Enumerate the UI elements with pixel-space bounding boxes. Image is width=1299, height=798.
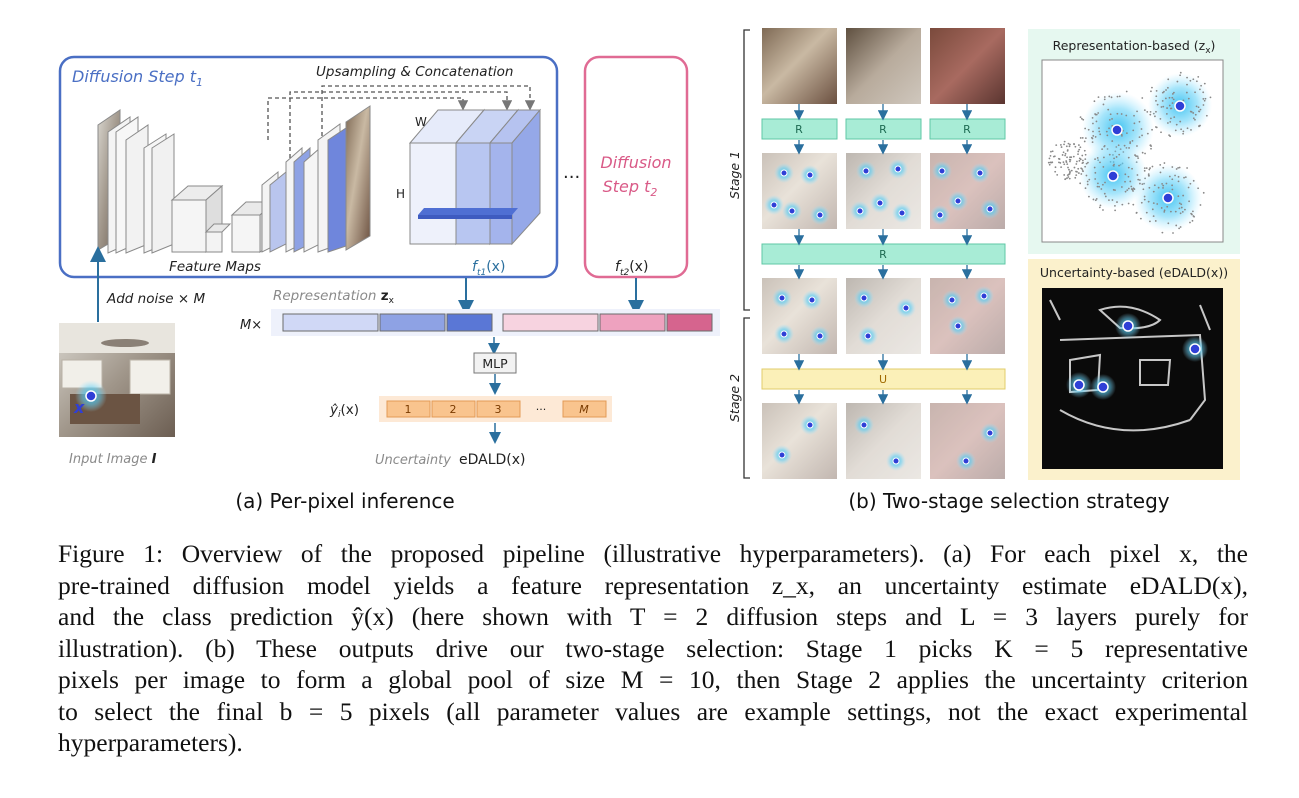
diffusion-step-1-box xyxy=(58,55,559,279)
feature-maps-label: Feature Maps xyxy=(169,259,261,275)
mlp-box xyxy=(473,352,517,374)
r-label-global: R xyxy=(879,248,887,261)
diffusion-step-2-title-line2: Step t2 xyxy=(603,177,658,199)
class-cell-3: 3 xyxy=(495,403,502,416)
class-cell-1: 1 xyxy=(405,403,412,416)
input-image-label: Input Image I xyxy=(69,452,157,467)
subcaption-a: (a) Per-pixel inference xyxy=(235,489,454,513)
r-label-3: R xyxy=(963,123,971,136)
grid-image xyxy=(846,403,921,479)
add-noise-label: Add noise × M xyxy=(106,291,205,307)
uncertainty-label: Uncertainty xyxy=(375,453,451,468)
input-image xyxy=(59,323,175,437)
caption-line: hyperparameters). xyxy=(58,728,243,757)
panel-b: Stage 1 Stage 2 R R R R U Representation… xyxy=(727,28,1240,480)
caption-line: Figure 1: Overview of the proposed pipel… xyxy=(58,539,1248,568)
grid-image xyxy=(930,403,1005,479)
edald-label: eDALD(x) xyxy=(459,452,526,468)
subcaption-b: (b) Two-stage selection strategy xyxy=(848,489,1169,513)
step-ellipsis: ... xyxy=(563,162,580,183)
class-cell-ellipsis: ··· xyxy=(536,403,547,416)
representation-label: Representation zx xyxy=(273,288,395,306)
grid-image xyxy=(762,278,837,354)
y-hat-label: ŷi(x) xyxy=(329,402,359,420)
grid-image xyxy=(930,28,1005,104)
stage-1-label: Stage 1 xyxy=(727,151,742,199)
panel-a: Diffusion Step t1 Upsampling & Concatena… xyxy=(58,55,720,468)
grid-image xyxy=(846,153,921,229)
grid-image xyxy=(930,278,1005,354)
grid-image xyxy=(846,28,921,104)
figure-caption: Figure 1: Overview of the proposed pipel… xyxy=(58,538,1248,759)
caption-line: and the class prediction ŷ(x) (here show… xyxy=(58,602,1248,631)
caption-line: pre-trained diffusion model yields a fea… xyxy=(58,570,1248,600)
u-label: U xyxy=(879,373,887,386)
r-label-1: R xyxy=(795,123,803,136)
grid-image xyxy=(846,278,921,354)
m-times-label: M× xyxy=(240,318,262,333)
r-label-2: R xyxy=(879,123,887,136)
mlp-label: MLP xyxy=(482,356,508,371)
uncertainty-selected-points xyxy=(1066,313,1208,400)
rep-based-title: Representation-based (zx) xyxy=(1053,38,1216,56)
f-t1-label: ft1(x) xyxy=(472,259,505,278)
caption-line: to select the final b = 5 pixels (all pa… xyxy=(58,696,1248,726)
grid-image xyxy=(762,403,837,479)
stage-2-label: Stage 2 xyxy=(727,374,742,422)
grid-arrows xyxy=(793,104,973,405)
representation-cells xyxy=(282,313,713,332)
class-cells: 1 2 3 ··· M xyxy=(386,400,607,418)
feature-map-decoder xyxy=(261,105,371,253)
caption-line: pixels per image to form a global pool o… xyxy=(58,665,1248,694)
diffusion-step-2-title-line1: Diffusion xyxy=(600,153,671,172)
grid-image xyxy=(762,28,837,104)
image-grid xyxy=(762,28,1005,479)
unc-based-title: Uncertainty-based (eDALD(x)) xyxy=(1040,265,1228,280)
caption-line: illustration). (b) These outputs drive o… xyxy=(58,633,1248,663)
class-cell-2: 2 xyxy=(450,403,457,416)
cube-w-label: W xyxy=(415,115,427,129)
grid-image xyxy=(930,153,1005,229)
f-t2-label: ft2(x) xyxy=(615,259,648,278)
feature-map-encoder xyxy=(97,109,276,254)
cube-h-label: H xyxy=(396,187,405,201)
rep-scatter-points xyxy=(1047,71,1212,234)
stage-1-bracket xyxy=(743,29,750,311)
pipeline-figure: Diffusion Step t1 Upsampling & Concatena… xyxy=(58,28,1240,513)
diffusion-step-2-box xyxy=(583,55,689,279)
class-cell-m: M xyxy=(579,403,589,416)
grid-image xyxy=(762,153,837,229)
diffusion-step-1-title: Diffusion Step t1 xyxy=(72,67,203,89)
stage-2-bracket xyxy=(743,317,750,479)
feature-cube xyxy=(408,108,542,246)
selection-boxes: R R R R U xyxy=(761,118,1006,390)
upsampling-label: Upsampling & Concatenation xyxy=(316,64,513,80)
pixel-x-label: x xyxy=(73,398,85,417)
skip-connections xyxy=(267,85,536,158)
